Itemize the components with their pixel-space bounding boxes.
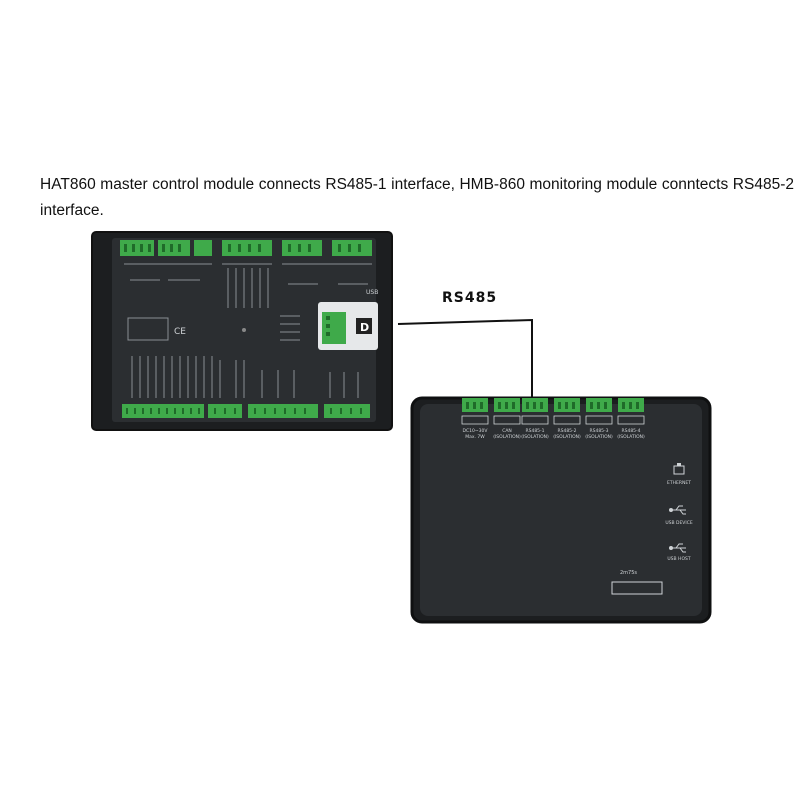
ethernet-icon [673,463,685,475]
rs485-label: RS485 [442,290,498,306]
usb-device-icon [669,505,686,515]
usb-host-label: USB HOST [667,556,690,562]
rs485-wire [397,318,533,398]
controller-usb-label: USB [366,289,378,296]
monitoring-module: DC10~30V Max. 7W CAN (ISOLATION) RS485-1… [410,396,712,624]
ce-mark: CE [174,327,186,337]
block-5-sub: RS485-4 [621,428,640,434]
block-3-sub: RS485-2 [557,428,576,434]
block-5-sub2: (ISOLATION) [617,434,645,440]
block-0-sub2: Max. 7W [465,434,485,440]
block-1-sub2: (ISOLATION) [493,434,521,440]
card-slot [611,581,663,595]
block-4-sub2: (ISOLATION) [585,434,613,440]
controller-module: USB D CE [91,231,393,431]
caption-text: HAT860 master control module connects RS… [40,176,794,219]
controller-top-terminals [120,240,372,256]
block-0-sub: DC10~30V [463,428,489,434]
usb-host-icon [669,543,686,553]
block-2-sub: RS485-1 [525,428,544,434]
block-4-sub: RS485-3 [589,428,608,434]
block-2-sub2: (ISOLATION) [521,434,549,440]
block-1-sub: CAN [502,428,512,434]
block-3-sub2: (ISOLATION) [553,434,581,440]
ethernet-label: ETHERNET [667,480,691,486]
usb-device-label: USB DEVICE [665,520,693,526]
slot-label: 2m75s [620,570,637,576]
controller-d-label: D [360,321,369,334]
